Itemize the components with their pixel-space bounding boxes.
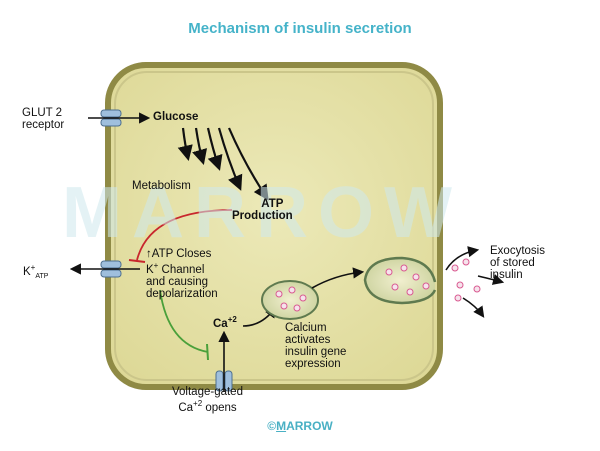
katp-label: K+ATP <box>23 262 48 283</box>
calcium-line2: activates <box>285 334 331 346</box>
glut2-channel <box>100 109 122 127</box>
watermark: MARROW <box>62 173 462 253</box>
exocytosis-arrow-right <box>477 274 505 285</box>
exocytosis-arrow-down <box>462 297 485 318</box>
metabolism-label: Metabolism <box>132 180 191 192</box>
atp-production-label: ATP Production <box>232 198 293 222</box>
glut2-label-line2: receptor <box>22 119 65 131</box>
brand-footer: ©MARROW <box>0 419 600 433</box>
katp-sub: ATP <box>35 273 49 281</box>
ca-main: Ca <box>213 317 228 330</box>
brand-name-rest: ARROW <box>286 419 333 433</box>
calcium-line3: insulin gene <box>285 346 347 358</box>
exocytosis-arrow-up <box>445 246 480 271</box>
insulin-vesicle <box>261 280 319 320</box>
closes-line1: ATP Closes <box>151 248 212 260</box>
glut2-label: GLUT 2 receptor <box>22 107 64 131</box>
closes-line2-k: K <box>146 263 154 276</box>
calcium-line1: Calcium <box>285 322 327 334</box>
katp-channel <box>100 260 122 278</box>
voltage-gated-label: Voltage-gated Ca+2 opens <box>172 386 243 414</box>
vg-line2-ca: Ca <box>178 401 194 414</box>
calcium-channel <box>215 370 233 392</box>
exo-line1: Exocytosis <box>490 245 545 257</box>
vg-line2-sup: +2 <box>193 399 203 408</box>
closes-line2-rest: Channel <box>158 263 205 276</box>
vesicle-transport-arrow <box>311 267 365 289</box>
calcium-ion-label: Ca+2 <box>213 314 237 330</box>
katp-main: K <box>23 265 31 278</box>
released-insulin-granules <box>451 258 481 302</box>
vg-line2-opens: opens <box>202 401 237 414</box>
exocytosis-label: Exocytosis of stored insulin <box>490 245 545 281</box>
fusing-vesicle <box>363 256 437 305</box>
metabolism-arrows <box>177 127 269 201</box>
closes-up-arrow: ↑ <box>146 248 152 260</box>
exo-line3: insulin <box>490 269 523 281</box>
closes-line4: depolarization <box>146 287 218 300</box>
calcium-activates-label: Calcium activates insulin gene expressio… <box>285 322 346 370</box>
brand-initial: M <box>276 419 287 433</box>
depolarization-bar <box>206 343 209 361</box>
glucose-label: Glucose <box>153 111 199 123</box>
brand-copyright: © <box>267 419 277 433</box>
beta-cell-inner-membrane <box>114 71 434 381</box>
glut2-label-line1: GLUT 2 <box>22 107 63 119</box>
atp-label-line2: Production <box>232 210 293 222</box>
closes-line2-sup: + <box>153 261 159 270</box>
katp-sup: + <box>30 263 36 272</box>
exo-line2: of stored <box>490 257 535 269</box>
atp-inhibition-line <box>136 209 233 261</box>
diagram-title: Mechanism of insulin secretion <box>188 20 412 37</box>
atp-inhibition-bar <box>128 259 146 263</box>
depolarization-line <box>159 289 209 353</box>
atp-closes-label: ↑ATP Closes K+ Channel and causing depol… <box>146 248 218 300</box>
calcium-line4: expression <box>285 358 341 370</box>
closes-line3: and causing <box>146 275 209 288</box>
atp-label-line1: ATP <box>261 198 284 210</box>
ca-sup: +2 <box>227 315 237 324</box>
vg-line1: Voltage-gated <box>172 386 243 398</box>
